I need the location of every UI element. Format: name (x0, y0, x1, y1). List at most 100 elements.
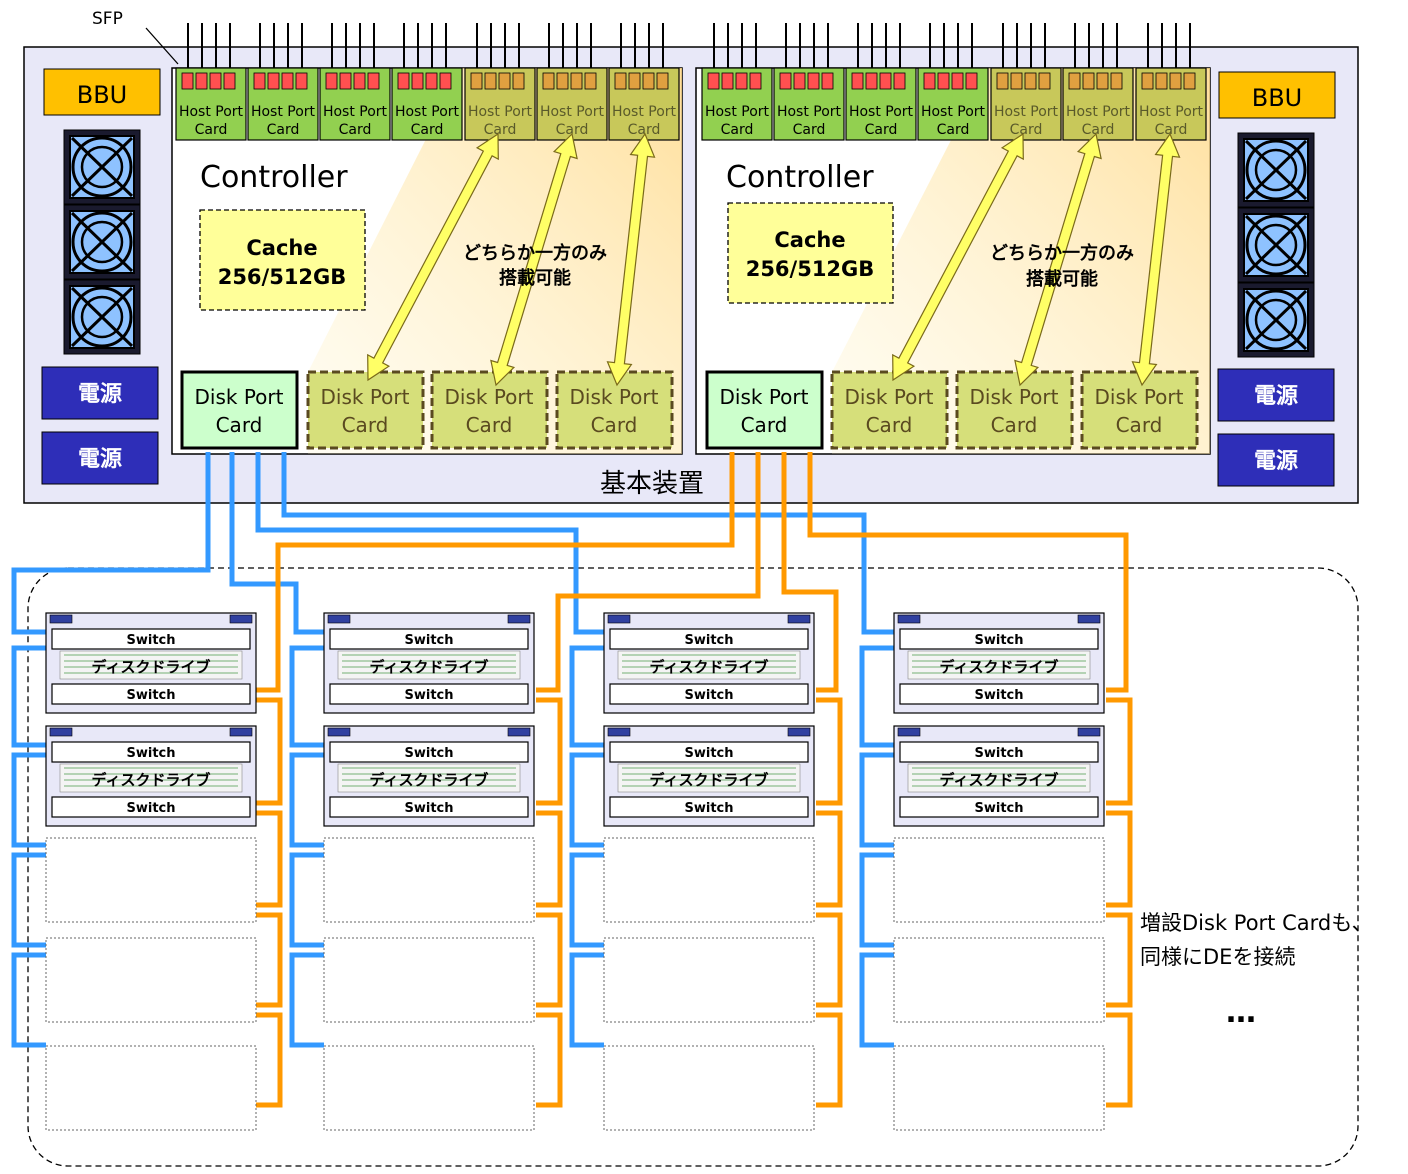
note-line-1: 増設Disk Port Cardも、 (1140, 911, 1373, 935)
switch-label: Switch (684, 746, 733, 761)
sfp-port (209, 72, 222, 90)
switch-label: Switch (974, 633, 1023, 648)
blue-chain-cable (11, 952, 46, 1048)
host-port-card-label: Host Port (179, 104, 244, 120)
empty-enclosure-slot (603, 1045, 815, 1131)
optional-disk-port-card-body (306, 370, 425, 450)
switch-module (329, 741, 529, 763)
disk-drive-label: ディスクドライブ (650, 771, 769, 789)
host-port-card-label: Card (1082, 122, 1115, 138)
orange-cable (781, 452, 839, 693)
sfp-port (181, 72, 194, 90)
sfp-port (1141, 72, 1154, 90)
drive-enclosures: SwitchディスクドライブSwitchSwitchディスクドライブSwitch… (45, 612, 1105, 1131)
switch-module (51, 628, 251, 650)
blue-chain-cable (11, 752, 46, 848)
enclosure-latch (49, 614, 73, 624)
orange-chain-cable (816, 912, 843, 1008)
more-ellipsis: … (1226, 995, 1256, 1030)
power-supply: 電源 (1217, 433, 1335, 487)
switch-label: Switch (126, 746, 175, 761)
orange-chain-cable (1106, 697, 1133, 806)
blue-cable (255, 452, 604, 635)
host-port-card-label: Card (628, 122, 661, 138)
disk-port-card-label: Disk Port (970, 385, 1059, 409)
drive-bay (337, 763, 521, 793)
optional-area-1 (832, 68, 1210, 454)
host-port-card-label: Card (267, 122, 300, 138)
sfp-port (498, 72, 511, 90)
host-port-card-label: Host Port (705, 104, 770, 120)
enclosure-latch (229, 614, 253, 624)
cache-box-1 (727, 202, 894, 304)
sfp-port (411, 72, 424, 90)
fan-guard (1244, 214, 1308, 276)
cache-size-1: 256/512GB (746, 257, 875, 281)
either-or-arrow (490, 132, 578, 387)
psu-box (41, 431, 159, 485)
sfp-port (879, 72, 892, 90)
host-port-card-label: Host Port (777, 104, 842, 120)
fan-icon (1237, 282, 1315, 358)
disk-port-card-label: Card (866, 413, 913, 437)
sfp-port (339, 72, 352, 90)
optional-disk-port-card-body (555, 370, 674, 450)
sfp-port (735, 72, 748, 90)
switch-module (609, 628, 809, 650)
blue-chain-cable (569, 852, 604, 948)
switch-label: Switch (404, 801, 453, 816)
optional-disk-port-card-body (830, 370, 949, 450)
either-or-sub-1: 搭載可能 (1026, 268, 1098, 290)
sfp-port (570, 72, 583, 90)
host-port-card-label: Host Port (395, 104, 460, 120)
switch-label: Switch (974, 688, 1023, 703)
blue-chain-cable (289, 852, 324, 948)
sfp-port (807, 72, 820, 90)
disk-port-card-label: Disk Port (720, 385, 809, 409)
disk-drive-label: ディスクドライブ (370, 658, 489, 676)
sfp-port (1096, 72, 1109, 90)
sfp-port (253, 72, 266, 90)
blue-chain-cable (859, 952, 894, 1048)
sfp-port (749, 72, 762, 90)
host-port-card-label: Host Port (849, 104, 914, 120)
sfp-port (267, 72, 280, 90)
bbu-box (1218, 71, 1336, 119)
either-or-arrows (367, 132, 1181, 387)
enclosure-latch (787, 614, 811, 624)
drive-bay (59, 763, 243, 793)
psu-box (1217, 433, 1335, 487)
drive-bay (617, 650, 801, 680)
sfp-port (223, 72, 236, 90)
sfp-port (556, 72, 569, 90)
fan-guard (1244, 289, 1308, 351)
optional-area-0 (308, 68, 682, 454)
disk-drive-label: ディスクドライブ (92, 658, 211, 676)
fan-guard (70, 286, 134, 348)
host-port-card-label: Host Port (994, 104, 1059, 120)
sfp-port (865, 72, 878, 90)
switch-label: Switch (684, 633, 733, 648)
blue-chain-cable (11, 645, 46, 748)
sfp-port (707, 72, 720, 90)
bbu-label: BBU (1252, 84, 1303, 112)
empty-enclosure-slot (323, 937, 535, 1023)
switch-label: Switch (404, 633, 453, 648)
enclosure-latch (507, 727, 531, 737)
sfp-port (397, 72, 410, 90)
sfp-port (353, 72, 366, 90)
bbu-box (43, 68, 161, 116)
host-port-card-label: Card (411, 122, 444, 138)
bbu: BBU (1218, 71, 1336, 119)
enclosure-latch (897, 727, 921, 737)
fan-guard (70, 211, 134, 273)
